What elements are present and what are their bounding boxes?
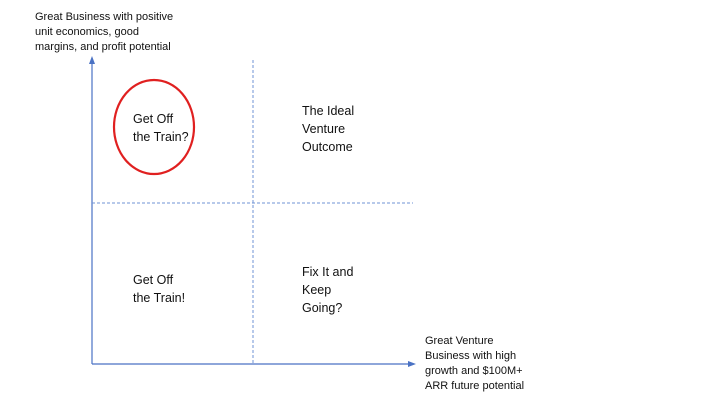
x-axis-label-line-3: growth and $100M+ [425, 365, 523, 377]
y-axis-label-line-2: unit economics, good [35, 26, 139, 38]
x-axis-label: Great Venture Business with high growth … [425, 334, 524, 394]
quadrant-bottom-right-line-2: Keep [302, 283, 332, 297]
quadrant-bottom-right-line-3: Going? [302, 301, 343, 315]
y-axis-label: Great Business with positive unit econom… [35, 10, 173, 55]
quadrant-top-left-line-1: Get Off [133, 112, 174, 126]
quadrant-bottom-left-label: Get Off the Train! [133, 271, 185, 307]
quadrant-bottom-left-line-2: the Train! [133, 291, 186, 305]
highlight-ellipse [112, 78, 196, 176]
x-axis-label-line-2: Business with high [425, 350, 517, 362]
x-axis-label-line-4: ARR future potential [425, 380, 525, 392]
x-axis-label-line-1: Great Venture [425, 335, 494, 347]
quadrant-bottom-right-label: Fix It and Keep Going? [302, 263, 353, 317]
x-axis-arrowhead [408, 361, 416, 367]
quadrant-top-right-line-3: Outcome [302, 140, 353, 154]
quadrant-bottom-right-line-1: Fix It and [302, 265, 354, 279]
quadrant-bottom-left-line-1: Get Off [133, 273, 174, 287]
y-axis-label-line-3: margins, and profit potential [35, 41, 171, 53]
y-axis-label-line-1: Great Business with positive [35, 11, 174, 23]
quadrant-top-left-label: Get Off the Train? [133, 110, 189, 146]
quadrant-top-left-line-2: the Train? [133, 130, 189, 144]
quadrant-top-right-line-1: The Ideal [302, 104, 355, 118]
y-axis-arrowhead [89, 56, 95, 64]
quadrant-top-right-line-2: Venture [302, 122, 346, 136]
quadrant-top-right-label: The Ideal Venture Outcome [302, 102, 354, 156]
